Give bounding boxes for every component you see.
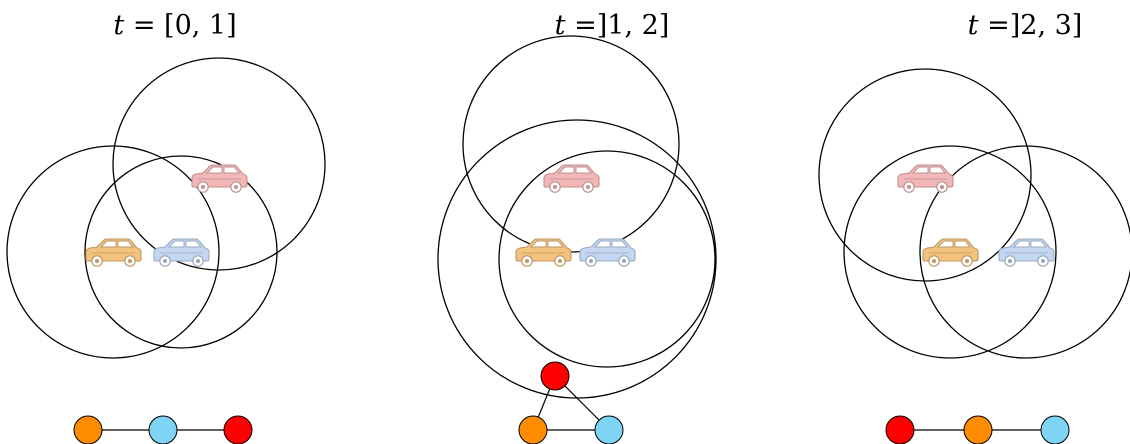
time-variable: t <box>968 10 979 41</box>
red-range-circle <box>818 68 1032 282</box>
red-graph-node <box>223 415 253 444</box>
equals-sign: = <box>124 10 164 41</box>
time-variable: t <box>113 10 124 41</box>
time-variable: t <box>555 10 566 41</box>
red-car-icon <box>897 164 954 193</box>
blue-graph-node <box>594 415 624 444</box>
blue-car-icon <box>153 238 210 267</box>
time-interval: ]1, 2] <box>597 10 670 41</box>
red-range-circle <box>462 35 680 253</box>
panel-title: t =]1, 2] <box>555 10 670 41</box>
orange-car-icon <box>85 238 142 267</box>
blue-range-circle <box>919 145 1130 359</box>
orange-graph-node <box>963 415 993 444</box>
orange-range-circle <box>6 145 220 359</box>
red-graph-node <box>885 415 915 444</box>
equals-sign: = <box>979 10 1010 41</box>
time-interval: [0, 1] <box>164 10 237 41</box>
red-car-icon <box>191 164 248 193</box>
blue-graph-node <box>1040 415 1070 444</box>
orange-range-circle <box>437 119 717 399</box>
orange-car-icon <box>515 238 572 267</box>
blue-car-icon <box>579 238 636 267</box>
red-graph-node <box>540 361 570 391</box>
time-interval: ]2, 3] <box>1010 10 1083 41</box>
blue-graph-node <box>148 415 178 444</box>
orange-graph-node <box>73 415 103 444</box>
panel-2: t =]1, 2] <box>437 10 717 444</box>
blue-car-icon <box>998 238 1055 267</box>
panel-title: t =]2, 3] <box>968 10 1083 41</box>
panel-title: t = [0, 1] <box>113 10 236 41</box>
orange-graph-node <box>518 415 548 444</box>
panel-1: t = [0, 1] <box>6 10 326 444</box>
orange-range-circle <box>843 145 1057 359</box>
orange-car-icon <box>922 238 979 267</box>
red-car-icon <box>543 164 600 193</box>
red-range-circle <box>112 57 326 271</box>
blue-range-circle <box>498 150 716 368</box>
panel-3: t =]2, 3] <box>818 10 1130 444</box>
